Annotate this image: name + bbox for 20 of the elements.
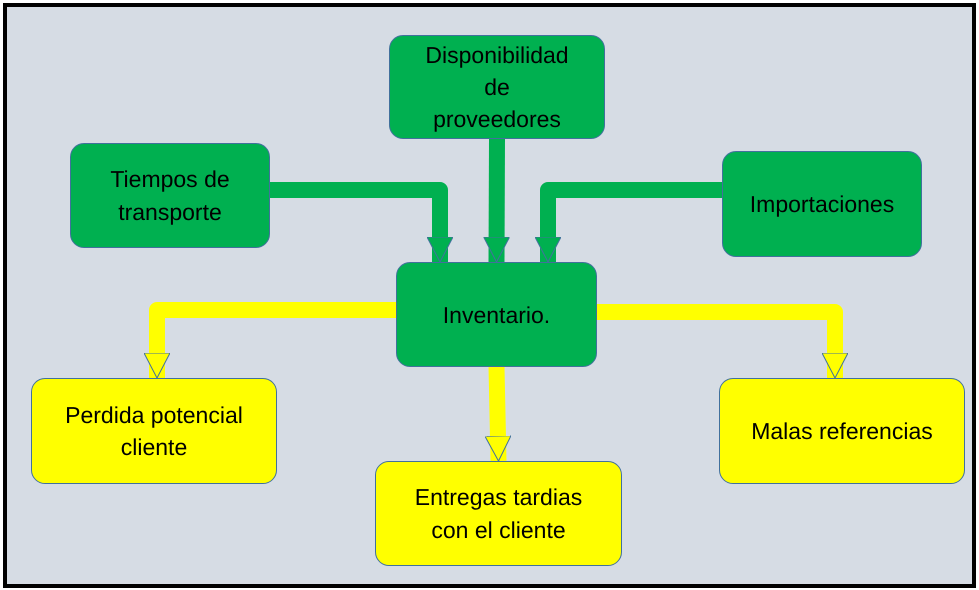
rounded-box (722, 151, 922, 257)
box-label: Entregas tardias con el cliente (414, 483, 584, 544)
rounded-box (31, 378, 277, 484)
box-label: Inventario. (442, 301, 550, 330)
block-arrow (270, 182, 454, 262)
box-label: Tiempos de transporte (109, 165, 231, 227)
rounded-box (389, 35, 605, 139)
block-arrow (484, 366, 512, 462)
rounded-box (719, 378, 965, 484)
rounded-box (396, 262, 597, 367)
box-label: Disponibilidad de proveedores (424, 40, 570, 134)
block-arrow (597, 304, 848, 378)
block-arrow (144, 302, 396, 378)
box-label: Malas referencias (751, 416, 933, 446)
rounded-box (70, 143, 270, 248)
rounded-box (375, 461, 622, 566)
box-label: Importaciones (750, 190, 894, 219)
box-label: Perdida potencial cliente (64, 400, 244, 462)
block-arrow (534, 182, 722, 262)
block-arrow (483, 138, 510, 262)
